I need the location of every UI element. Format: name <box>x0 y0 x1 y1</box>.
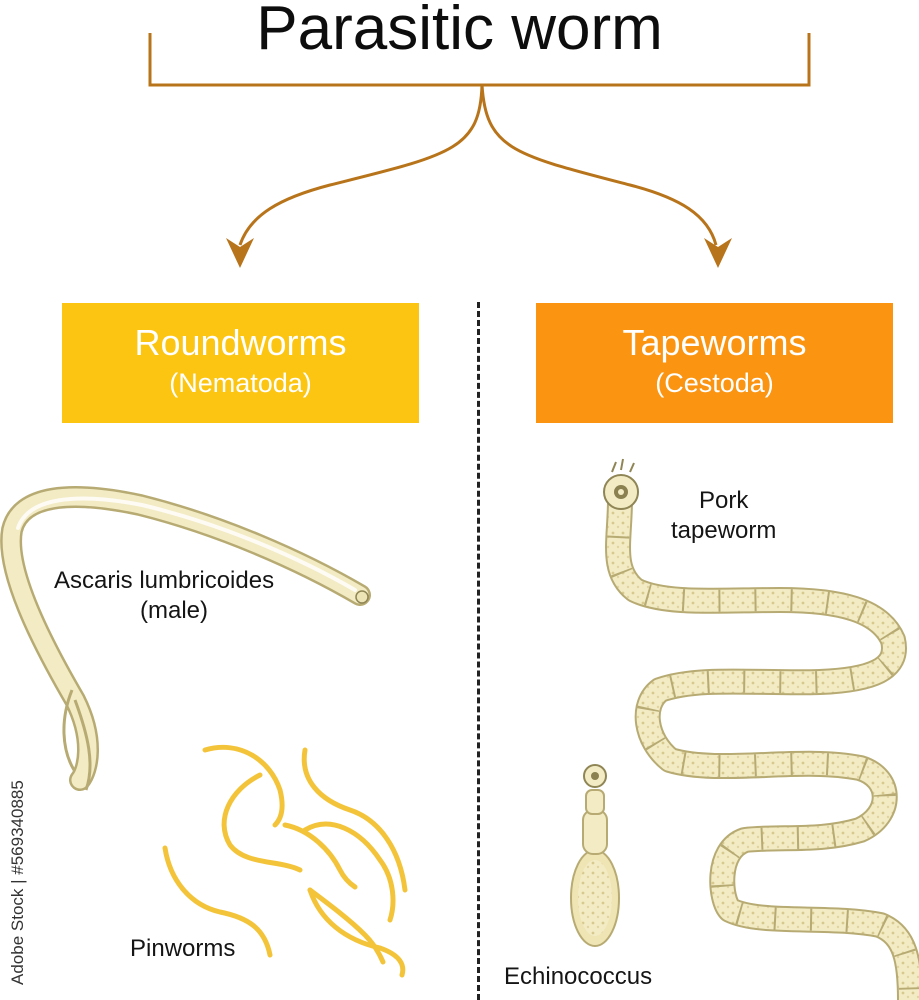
tapeworms-title: Tapeworms <box>622 322 807 363</box>
stock-watermark-id: Adobe Stock | #569340885 <box>8 780 27 985</box>
arrow-head-left <box>226 238 254 268</box>
roundworms-box: Roundworms (Nematoda) <box>62 303 419 423</box>
tapeworms-box: Tapeworms (Cestoda) <box>536 303 893 423</box>
pinworms-illustration <box>162 744 408 978</box>
pork-tapeworm-illustration <box>603 458 919 1000</box>
ascaris-label-line2: (male) <box>140 597 209 624</box>
echinococcus-label: Echinococcus <box>504 963 653 990</box>
branch-connector <box>148 33 811 268</box>
pork-tapeworm-label-line2: tapeworm <box>671 517 777 544</box>
ascaris-label: Ascaris lumbricoides (male) <box>54 566 274 626</box>
bracket-line <box>148 33 811 87</box>
column-divider <box>477 302 480 1000</box>
ascaris-label-line1: Ascaris lumbricoides <box>54 567 275 594</box>
echinococcus-illustration <box>570 764 620 947</box>
branch-curve-right <box>480 84 718 246</box>
branch-curve-left <box>238 84 484 246</box>
pinworms-label: Pinworms <box>130 935 236 962</box>
tapeworms-taxon: (Cestoda) <box>655 368 774 398</box>
arrow-head-right <box>704 238 732 268</box>
roundworms-title: Roundworms <box>134 322 347 363</box>
diagram-title: Parasitic worm <box>256 0 663 63</box>
pork-tapeworm-label-line1: Pork <box>699 487 749 514</box>
pork-tapeworm-label: Pork tapeworm <box>671 486 776 546</box>
ascaris-worm-illustration <box>0 486 371 791</box>
roundworms-taxon: (Nematoda) <box>169 368 312 398</box>
